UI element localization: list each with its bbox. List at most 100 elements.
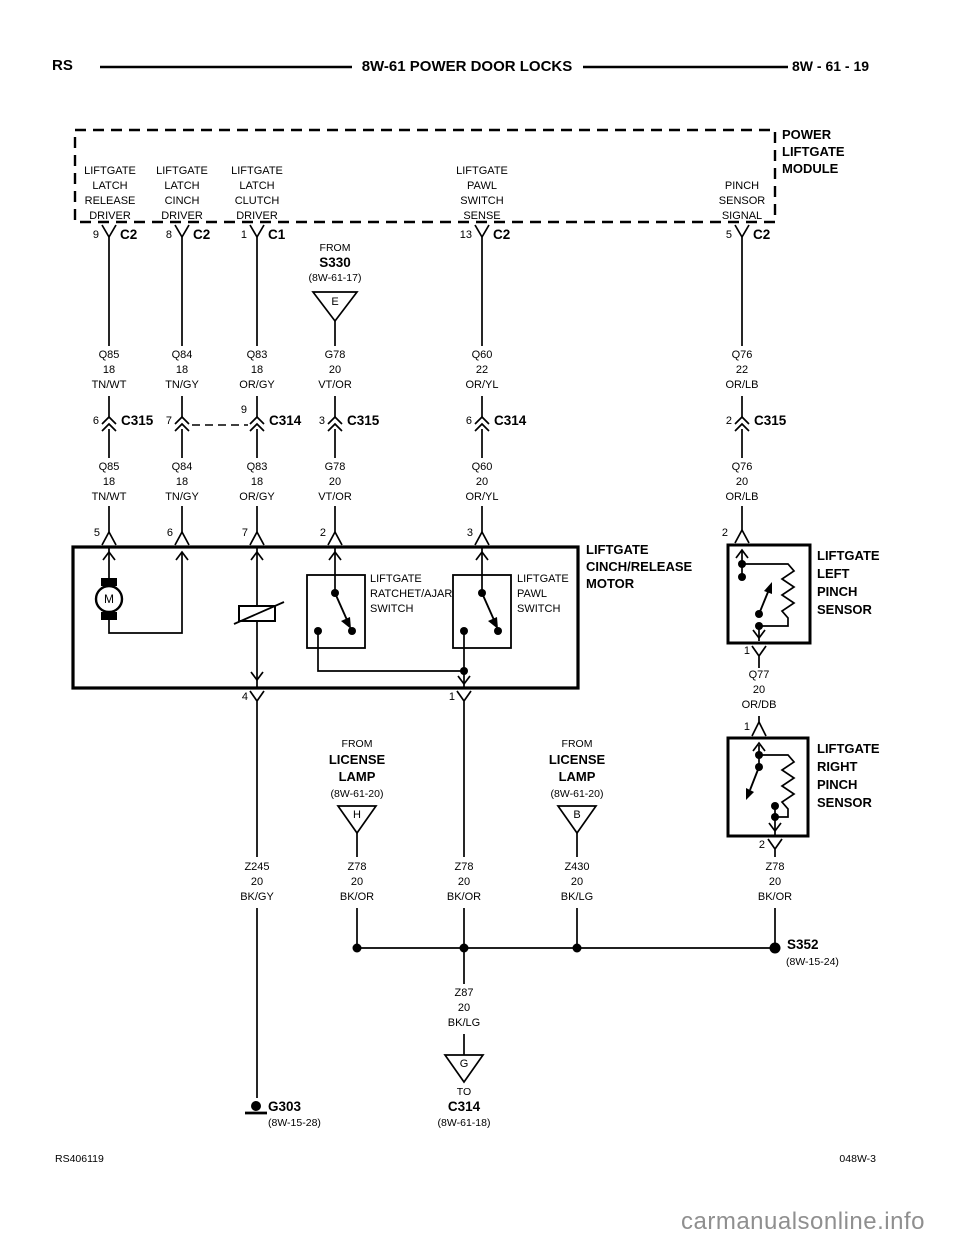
wire-label: Q84 18 TN/GY (165, 461, 199, 503)
wire-label: Q76 22 OR/LB (725, 349, 759, 391)
wire-label: Z78 20 BK/OR (446, 861, 482, 903)
motor-box-label: LIFTGATE CINCH/RELEASE MOTOR (586, 542, 693, 591)
wire-label: Z245 20 BK/GY (240, 861, 274, 903)
wire-label: G78 20 VT/OR (318, 461, 352, 503)
pin-number: 9 (240, 404, 247, 416)
splice-name: S352 (787, 937, 819, 952)
motor-box-pin-symbols (101, 531, 490, 712)
offpage-from-word: FROM (319, 242, 351, 254)
wire-label: Z78 20 BK/OR (757, 861, 793, 903)
pawl-switch-label: LIFTGATE PAWL SWITCH (517, 573, 569, 615)
ground-icon (245, 1101, 267, 1115)
page-reference: (8W-61-20) (550, 788, 604, 800)
connector-name: C315 (754, 413, 787, 428)
pin-number: 4 (241, 691, 248, 703)
wire-label: Q83 18 OR/GY (239, 349, 275, 391)
page-title: 8W-61 POWER DOOR LOCKS (361, 58, 573, 75)
connector-name: C314 (447, 1099, 481, 1114)
pin-number: 6 (92, 415, 99, 427)
wire-label: Q85 18 TN/WT (91, 349, 127, 391)
right-sensor-label: LIFTGATE RIGHT PINCH SENSOR (817, 741, 880, 810)
pin-number: 2 (721, 527, 728, 539)
offpage-triangle-b (556, 805, 598, 835)
wire-label: Q77 20 OR/DB (741, 669, 777, 711)
pin-number: 7 (165, 415, 172, 427)
offpage-triangle-h (336, 805, 378, 835)
wire-label: G78 20 VT/OR (318, 349, 352, 391)
wire-label: Q76 20 OR/LB (725, 461, 759, 503)
connector-name: C315 (347, 413, 380, 428)
connector-name: C2 (493, 227, 511, 242)
module-pin-label: LIFTGATE LATCH RELEASE DRIVER (84, 165, 136, 222)
connector-name: C2 (193, 227, 211, 242)
ratchet-switch-symbol (306, 574, 366, 649)
triangle-letter: E (331, 296, 339, 308)
connector-name: C314 (494, 413, 527, 428)
sheet-number: 048W-3 (839, 1153, 876, 1165)
wire-label: Q60 22 OR/YL (465, 349, 499, 391)
pin-number: 5 (725, 229, 732, 241)
wire-label: Q83 18 OR/GY (239, 461, 275, 503)
wire-label: Q85 18 TN/WT (91, 461, 127, 503)
offpage-from-word: FROM (341, 738, 373, 750)
wire-label: Z78 20 BK/OR (339, 861, 375, 903)
motor-letter: M (104, 592, 114, 606)
wire-label: Q84 18 TN/GY (165, 349, 199, 391)
triangle-letter: H (353, 809, 361, 821)
page-reference: (8W-61-17) (308, 272, 362, 284)
left-pinch-sensor-symbol (726, 529, 812, 668)
pin-number: 7 (241, 527, 248, 539)
drawing-number: RS406119 (55, 1153, 104, 1165)
left-sensor-label: LIFTGATE LEFT PINCH SENSOR (817, 548, 880, 617)
pin-number: 3 (466, 527, 473, 539)
triangle-letter: G (459, 1058, 469, 1070)
page-reference: (8W-15-28) (268, 1117, 321, 1129)
page-reference: (8W-61-20) (330, 788, 384, 800)
module-pin-forks (101, 224, 750, 238)
motor-icon (94, 578, 124, 620)
triangle-letter: B (573, 809, 581, 821)
connector-name: C2 (120, 227, 138, 242)
wire-label: Q60 20 OR/YL (465, 461, 499, 503)
page-reference: (8W-15-24) (786, 956, 839, 968)
splice-name: S330 (319, 255, 351, 270)
offpage-triangle-g (443, 1054, 485, 1084)
pin-number: 5 (93, 527, 100, 539)
offpage-source-name: LICENSE LAMP (548, 752, 606, 784)
module-pin-label: LIFTGATE LATCH CLUTCH DRIVER (231, 165, 283, 222)
offpage-to-word: TO (456, 1086, 472, 1098)
offpage-source-name: LICENSE LAMP (328, 752, 386, 784)
inline-connector-symbols (101, 415, 750, 432)
module-label: POWER LIFTGATE MODULE (782, 127, 845, 176)
pin-number: 1 (743, 645, 750, 657)
pin-number: 2 (725, 415, 732, 427)
wire-label: Z430 20 BK/LG (560, 861, 594, 903)
pin-number: 6 (465, 415, 472, 427)
pin-number: 9 (92, 229, 99, 241)
module-pin-label: LIFTGATE PAWL SWITCH SENSE (456, 165, 508, 222)
connector-name: C314 (269, 413, 302, 428)
connector-name: C315 (121, 413, 154, 428)
module-box-outline (73, 128, 777, 224)
pin-number: 8 (165, 229, 172, 241)
right-pinch-sensor-symbol (726, 721, 810, 857)
pin-number: 2 (319, 527, 326, 539)
wire-label: Z87 20 BK/LG (447, 987, 481, 1029)
page-corner-code: RS (52, 57, 73, 74)
clutch-icon (233, 601, 285, 625)
module-pin-label: PINCH SENSOR SIGNAL (718, 180, 766, 222)
motor-box-outline (71, 545, 580, 690)
ground-name: G303 (268, 1099, 302, 1114)
pin-number: 1 (448, 691, 455, 703)
offpage-triangle-e (311, 291, 359, 323)
pawl-switch-symbol (452, 574, 512, 675)
splice-junctions (352, 942, 781, 954)
watermark: carmanualsonline.info (681, 1208, 925, 1235)
pin-number: 2 (758, 839, 765, 851)
ratchet-switch-label: LIFTGATE RATCHET/AJAR SWITCH (370, 573, 453, 615)
module-pin-label: LIFTGATE LATCH CINCH DRIVER (156, 165, 208, 222)
wires (108, 237, 776, 1098)
pin-number: 1 (240, 229, 247, 241)
